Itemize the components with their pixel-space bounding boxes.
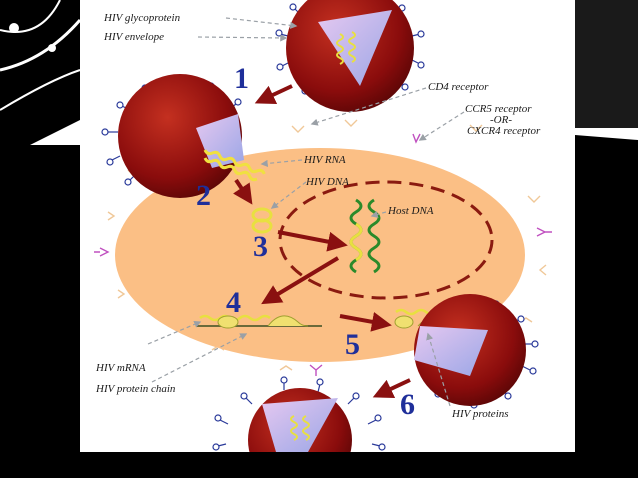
leader-lines (147, 17, 465, 407)
label-cd4-receptor: CD4 receptor (428, 81, 489, 93)
label-host-dna: Host DNA (388, 205, 434, 217)
label-cxcr4-receptor: CXCR4 receptor (467, 125, 541, 137)
bottom-band-cover (0, 452, 638, 478)
hiv-particle-docking (101, 74, 244, 198)
step-number-3: 3 (253, 230, 268, 263)
label-hiv-proteins: HIV proteins (452, 408, 509, 420)
host-cell (115, 148, 525, 362)
step-number-5: 5 (345, 328, 360, 361)
step-number-4: 4 (226, 286, 241, 319)
label-ccr5-receptor: CCR5 receptor (465, 103, 532, 115)
label-hiv-rna: HIV RNA (304, 154, 346, 166)
decorative-corner-left (0, 0, 82, 145)
hiv-particle-top (275, 0, 425, 112)
label-hiv-envelope: HIV envelope (104, 31, 164, 43)
hiv-dna-coil (251, 207, 273, 234)
decorative-corner-right (575, 0, 638, 140)
step-number-6: 6 (400, 388, 415, 421)
mrna-translation (196, 314, 322, 329)
nucleus (278, 180, 494, 300)
label-hiv-protein-chain: HIV protein chain (96, 383, 176, 395)
label-hiv-mrna: HIV mRNA (96, 362, 146, 374)
ccr5-receptors (94, 133, 552, 376)
hiv-rna-strand (203, 149, 266, 175)
process-arrows (233, 84, 411, 398)
label-or: -OR- (490, 114, 512, 126)
label-hiv-glycoprotein: HIV glycoprotein (104, 12, 181, 24)
step-number-1: 1 (234, 62, 249, 95)
label-hiv-dna: HIV DNA (306, 176, 349, 188)
step-number-2: 2 (196, 179, 211, 212)
